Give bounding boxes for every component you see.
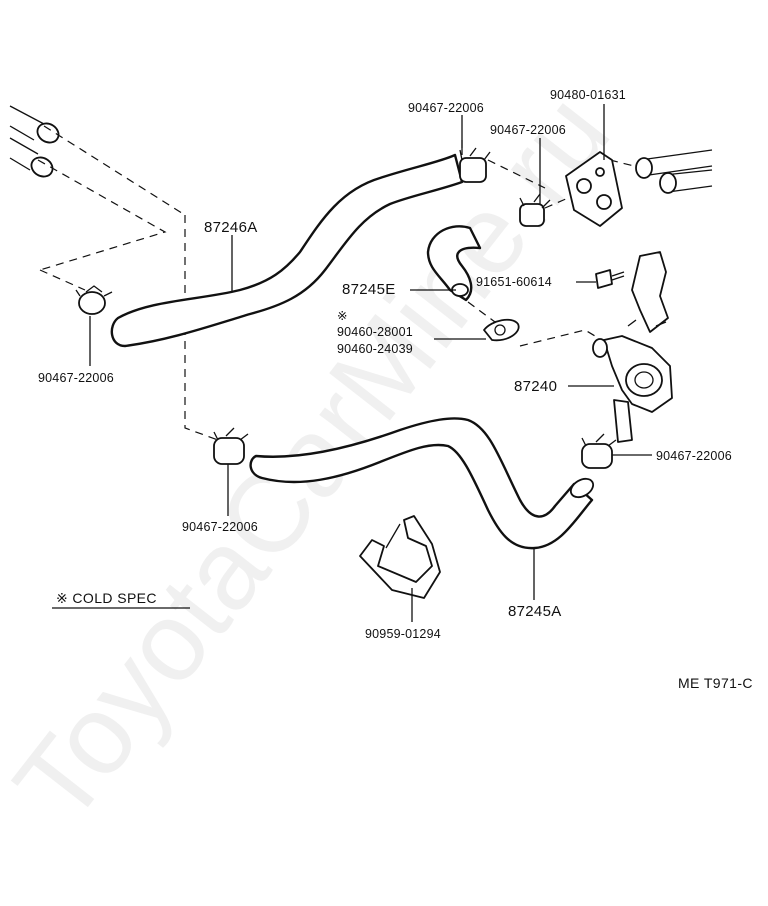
heater-pipe-stubs-left [9,105,186,271]
cold-spec-legend: ※ COLD SPEC [56,590,157,606]
label-cold-clip-a: 90460-28001 [337,325,413,339]
label-clamp-top-b: 90467-22006 [490,123,566,137]
bracket-clamp-shape [359,515,441,599]
reference-code: ME T971-C [678,675,753,691]
water-valve-shape [592,251,673,443]
clamp-lower-left-shape [213,427,249,465]
clamp-top-a-shape [459,147,491,183]
clamp-right-shape [581,433,617,469]
label-cold-spec-mark: ※ [337,309,348,323]
label-hose-87246a: 87246A [204,219,258,236]
clamp-left-shape [75,285,113,315]
label-bracket-clamp: 90959-01294 [365,627,441,641]
label-grommet: 90480-01631 [550,88,626,102]
label-clamp-lower-left: 90467-22006 [182,520,258,534]
label-clamp-right: 90467-22006 [656,449,732,463]
hose-87246a-shape [110,153,464,348]
cold-clip-shape [483,318,520,342]
label-hose-87245e: 87245E [342,281,396,298]
label-bolt: 91651-60614 [476,275,552,289]
hose-87245a-shape [249,417,594,550]
hose-87245e-shape [426,225,482,302]
clamp-top-b-shape [519,193,551,227]
grommet-shape [565,151,623,227]
label-hose-87245a: 87245A [508,603,562,620]
heater-pipe-stubs-right [635,149,713,194]
label-clamp-left: 90467-22006 [38,371,114,385]
label-clamp-top-a: 90467-22006 [408,101,484,115]
label-cold-clip-b: 90460-24039 [337,342,413,356]
bolt-shape [595,269,625,289]
leader-lines [52,104,652,622]
label-water-valve: 87240 [514,378,557,395]
